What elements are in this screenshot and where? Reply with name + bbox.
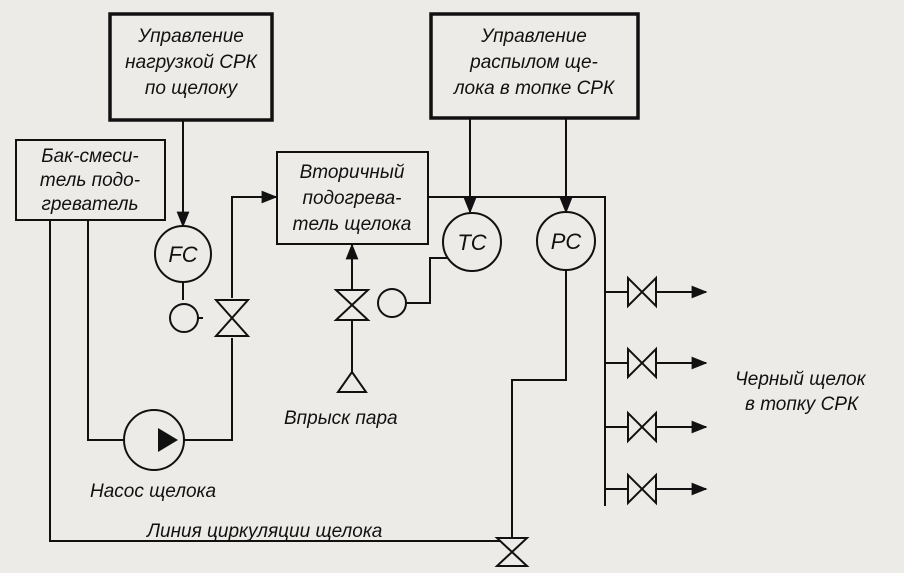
pc-controller: PC: [536, 211, 596, 271]
secondary-heater-line-2: подогрева-: [303, 188, 402, 209]
mix-tank-box: Бак-смеси- тель подо- греватель: [15, 139, 166, 221]
spray-control-line-1: Управление: [480, 26, 587, 47]
pc-label: PC: [551, 229, 582, 254]
branch-valve-4: [627, 472, 657, 506]
spray-control-line-3: лока в топке СРК: [453, 78, 616, 99]
recirc-valve: [494, 537, 530, 567]
secondary-heater-line-3: тель щелока: [293, 214, 412, 235]
fc-controller: FC: [154, 225, 212, 283]
steam-valve: [333, 289, 371, 321]
heater-feed-pipe: [231, 190, 278, 298]
black-liquor-line-1: Черный щелок: [735, 369, 867, 390]
branch-valve-1: [627, 275, 657, 309]
branch-valve-3: [627, 410, 657, 444]
spray-control-line-2: распылом ще-: [469, 52, 598, 73]
load-control-line-3: по щелоку: [145, 78, 239, 99]
secondary-heater-box: Вторичный подогрева- тель щелока: [276, 151, 429, 245]
fc-label: FC: [168, 242, 197, 267]
temp-sensor: [377, 288, 407, 318]
pump-discharge-pipe: [184, 338, 233, 441]
circulation-line-label: Линия циркуляции щелока: [145, 521, 382, 542]
black-liquor-line-2: в топку СРК: [745, 394, 860, 415]
branch-valve-2: [627, 346, 657, 380]
signal-lines: [176, 118, 573, 319]
pump-suction-pipe: [87, 220, 123, 441]
mix-tank-line-3: греватель: [41, 194, 138, 215]
pump-icon: [123, 409, 185, 471]
manifold-link-pipe: [511, 270, 567, 541]
steam-injection-label: Впрыск пара: [284, 408, 398, 429]
load-control-box: Управление нагрузкой СРК по щелоку: [108, 12, 274, 122]
feed-control-valve: [213, 299, 251, 337]
load-control-line-2: нагрузкой СРК: [125, 52, 258, 73]
mix-tank-line-2: тель подо-: [40, 170, 140, 191]
steam-source-icon: [336, 370, 368, 393]
circulation-pipe: [49, 220, 512, 542]
mix-tank-line-1: Бак-смеси-: [41, 146, 139, 167]
tc-label: TC: [457, 230, 486, 255]
flow-sensor: [169, 303, 199, 333]
pump-label: Насос щелока: [90, 481, 216, 502]
heater-outlet-pipe: [428, 196, 606, 506]
tc-controller: TC: [442, 212, 502, 272]
spray-control-box: Управление распылом ще- лока в топке СРК: [429, 12, 640, 120]
tc-sensor-link: [400, 257, 455, 304]
valves: [213, 275, 657, 567]
load-control-line-1: Управление: [137, 26, 244, 47]
secondary-heater-line-1: Вторичный: [300, 162, 405, 183]
